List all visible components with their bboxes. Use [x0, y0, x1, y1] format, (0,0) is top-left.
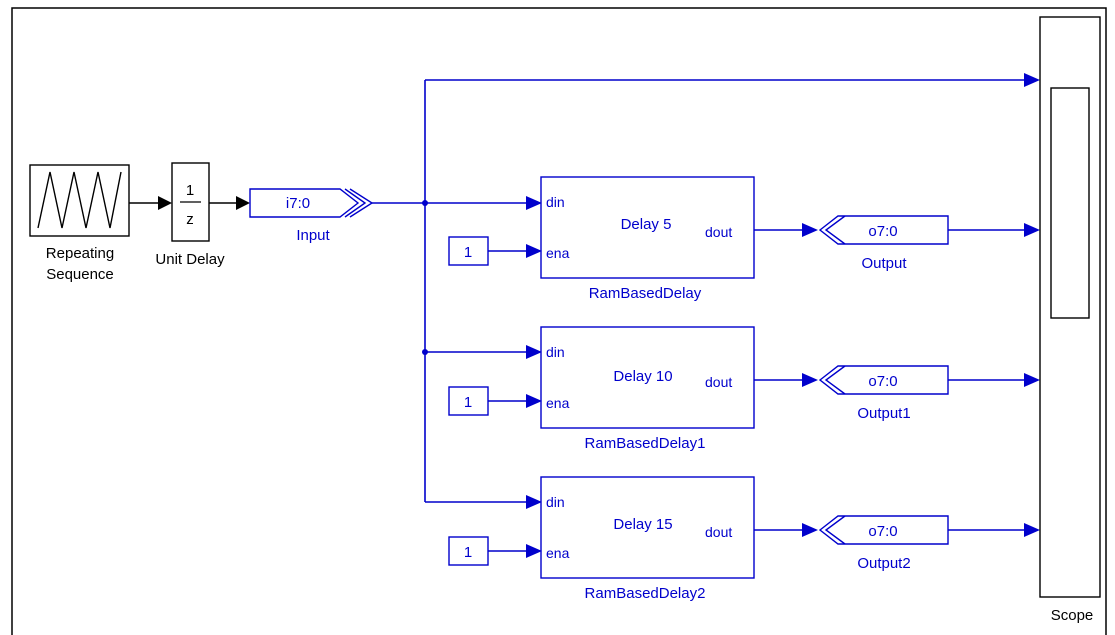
- constant-block[interactable]: [448, 236, 489, 266]
- delay-block-title: Delay 15: [613, 516, 672, 533]
- unit-delay-denominator: z: [186, 211, 194, 228]
- constant-block[interactable]: [448, 386, 489, 416]
- ena-port-label: ena: [546, 395, 570, 411]
- delay-block-name: RamBasedDelay2: [585, 585, 706, 602]
- input-gateway-label: Input: [296, 227, 330, 244]
- scope-block[interactable]: [1039, 16, 1101, 598]
- arrow-head: [802, 523, 818, 537]
- arrow-head: [1024, 373, 1040, 387]
- arrow-head: [526, 196, 542, 210]
- repeating-sequence-label: Sequence: [46, 266, 114, 283]
- delay-block-name: RamBasedDelay: [589, 285, 702, 302]
- repeating-sequence-block[interactable]: [29, 164, 130, 237]
- unit-delay-block[interactable]: [171, 162, 210, 242]
- repeating-sequence-label: Repeating: [46, 245, 114, 262]
- ram-based-delay-block[interactable]: [540, 476, 755, 579]
- unit-delay-numerator: 1: [186, 182, 194, 199]
- constant-value: 1: [464, 244, 472, 261]
- arrow-head: [1024, 523, 1040, 537]
- arrow-head: [526, 544, 542, 558]
- arrow-head: [802, 373, 818, 387]
- scope-label: Scope: [1051, 607, 1094, 624]
- ena-port-label: ena: [546, 245, 570, 261]
- dout-port-label: dout: [705, 524, 732, 540]
- ram-based-delay-block[interactable]: [540, 176, 755, 279]
- input-gateway-text: i7:0: [286, 195, 310, 212]
- arrow-head: [526, 394, 542, 408]
- arrow-head: [236, 196, 250, 210]
- unit-delay-label: Unit Delay: [155, 251, 225, 268]
- output-gateway-label: Output2: [857, 555, 910, 572]
- output-gateway-label: Output1: [857, 405, 910, 422]
- dout-port-label: dout: [705, 224, 732, 240]
- arrow-head: [158, 196, 172, 210]
- arrow-head: [526, 495, 542, 509]
- arrow-head: [1024, 223, 1040, 237]
- ram-based-delay-block[interactable]: [540, 326, 755, 429]
- output-gateway-text: o7:0: [868, 223, 897, 240]
- din-port-label: din: [546, 194, 565, 210]
- arrow-head: [802, 223, 818, 237]
- arrow-head: [526, 244, 542, 258]
- scope-screen: [1050, 87, 1090, 319]
- constant-value: 1: [464, 394, 472, 411]
- canvas-frame: [11, 7, 1107, 635]
- arrow-head: [526, 345, 542, 359]
- dout-port-label: dout: [705, 374, 732, 390]
- output-gateway-text: o7:0: [868, 523, 897, 540]
- delay-block-name: RamBasedDelay1: [585, 435, 706, 452]
- output-gateway-text: o7:0: [868, 373, 897, 390]
- ena-port-label: ena: [546, 545, 570, 561]
- arrow-head: [1024, 73, 1040, 87]
- input-gateway-block[interactable]: [249, 188, 374, 218]
- delay-block-title: Delay 10: [613, 368, 672, 385]
- sawtooth-icon: [37, 171, 122, 229]
- delay-block-title: Delay 5: [621, 216, 672, 233]
- din-port-label: din: [546, 344, 565, 360]
- constant-value: 1: [464, 544, 472, 561]
- din-port-label: din: [546, 494, 565, 510]
- output-gateway-label: Output: [861, 255, 907, 272]
